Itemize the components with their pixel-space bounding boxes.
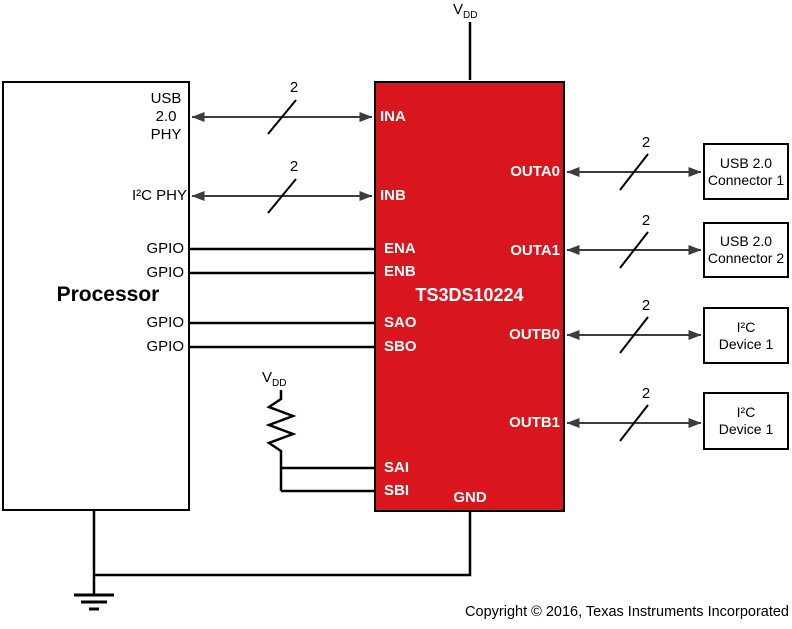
chip-pin-outa0: OUTA0 (510, 163, 560, 180)
bus-width-slash (619, 231, 649, 269)
bus-width-slash (619, 316, 649, 354)
usb-phy-line: USB (150, 90, 182, 107)
processor-port-i2c-phy: I²C PHY (131, 187, 187, 204)
bus-width-label: 2 (289, 79, 299, 96)
device-line: Connector 1 (707, 171, 785, 188)
device-box-usb-connector-1: USB 2.0 Connector 1 (703, 143, 789, 200)
processor-port-usb-phy: USB 2.0 PHY (145, 90, 187, 144)
bus-width-slash (619, 153, 649, 191)
processor-label: Processor (56, 283, 160, 306)
chip-pin-enb: ENB (384, 263, 416, 280)
ts3ds10224-chip-block (374, 81, 565, 512)
chip-label: TS3DS10224 (415, 285, 524, 305)
bus-width-slash (267, 178, 297, 214)
device-line: I²C (736, 318, 756, 335)
chip-pin-outb0: OUTB0 (509, 326, 560, 343)
device-line: Device 1 (718, 421, 774, 437)
vdd-subscript: DD (463, 10, 478, 21)
vdd-subscript: DD (272, 378, 287, 389)
device-line: I²C (736, 404, 756, 420)
usb-phy-line: 2.0 (155, 108, 177, 125)
processor-block (2, 81, 190, 511)
chip-pin-sai: SAI (384, 459, 410, 476)
processor-port-gpio-ena: GPIO (146, 240, 184, 257)
processor-port-gpio-sbo: GPIO (146, 338, 184, 355)
chip-pin-gnd: GND (453, 489, 487, 506)
device-line: USB 2.0 (719, 154, 773, 171)
bus-width-label: 2 (289, 158, 299, 175)
bus-width-label: 2 (641, 297, 651, 314)
pullup-resistor-icon (265, 390, 297, 491)
bus-width-label: 2 (641, 385, 651, 402)
bus-width-label: 2 (641, 212, 651, 229)
device-line: Device 1 (718, 335, 774, 352)
chip-pin-outb1: OUTB1 (509, 414, 560, 431)
device-line: USB 2.0 (719, 233, 773, 249)
chip-pin-sbi: SBI (384, 482, 410, 499)
chip-pin-inb: INB (380, 187, 406, 204)
usb-phy-line: PHY (150, 126, 182, 143)
copyright-text: Copyright © 2016, Texas Instruments Inco… (465, 604, 789, 620)
vdd-resistor-label: VDD (262, 370, 286, 392)
device-line: Connector 2 (707, 250, 785, 266)
chip-pin-sao: SAO (384, 314, 417, 331)
device-box-usb-connector-2: USB 2.0 Connector 2 (703, 222, 789, 278)
bus-width-slash (619, 404, 649, 442)
device-box-i2c-device-1b: I²C Device 1 (703, 392, 789, 450)
ground-symbol-icon (74, 593, 114, 611)
device-box-i2c-device-1a: I²C Device 1 (703, 307, 789, 364)
vdd-symbol: V (453, 1, 464, 18)
chip-pin-outa1: OUTA1 (510, 242, 560, 259)
vdd-symbol: V (262, 369, 273, 386)
chip-pin-ena: ENA (384, 240, 416, 257)
ground-net-wire (92, 510, 472, 595)
processor-port-gpio-enb: GPIO (146, 264, 184, 281)
bus-width-slash (267, 99, 297, 135)
chip-pin-ina: INA (380, 108, 406, 125)
vdd-supply-label: VDD (453, 2, 477, 24)
bus-width-label: 2 (641, 134, 651, 151)
processor-port-gpio-sao: GPIO (146, 314, 184, 331)
chip-pin-sbo: SBO (384, 338, 417, 355)
